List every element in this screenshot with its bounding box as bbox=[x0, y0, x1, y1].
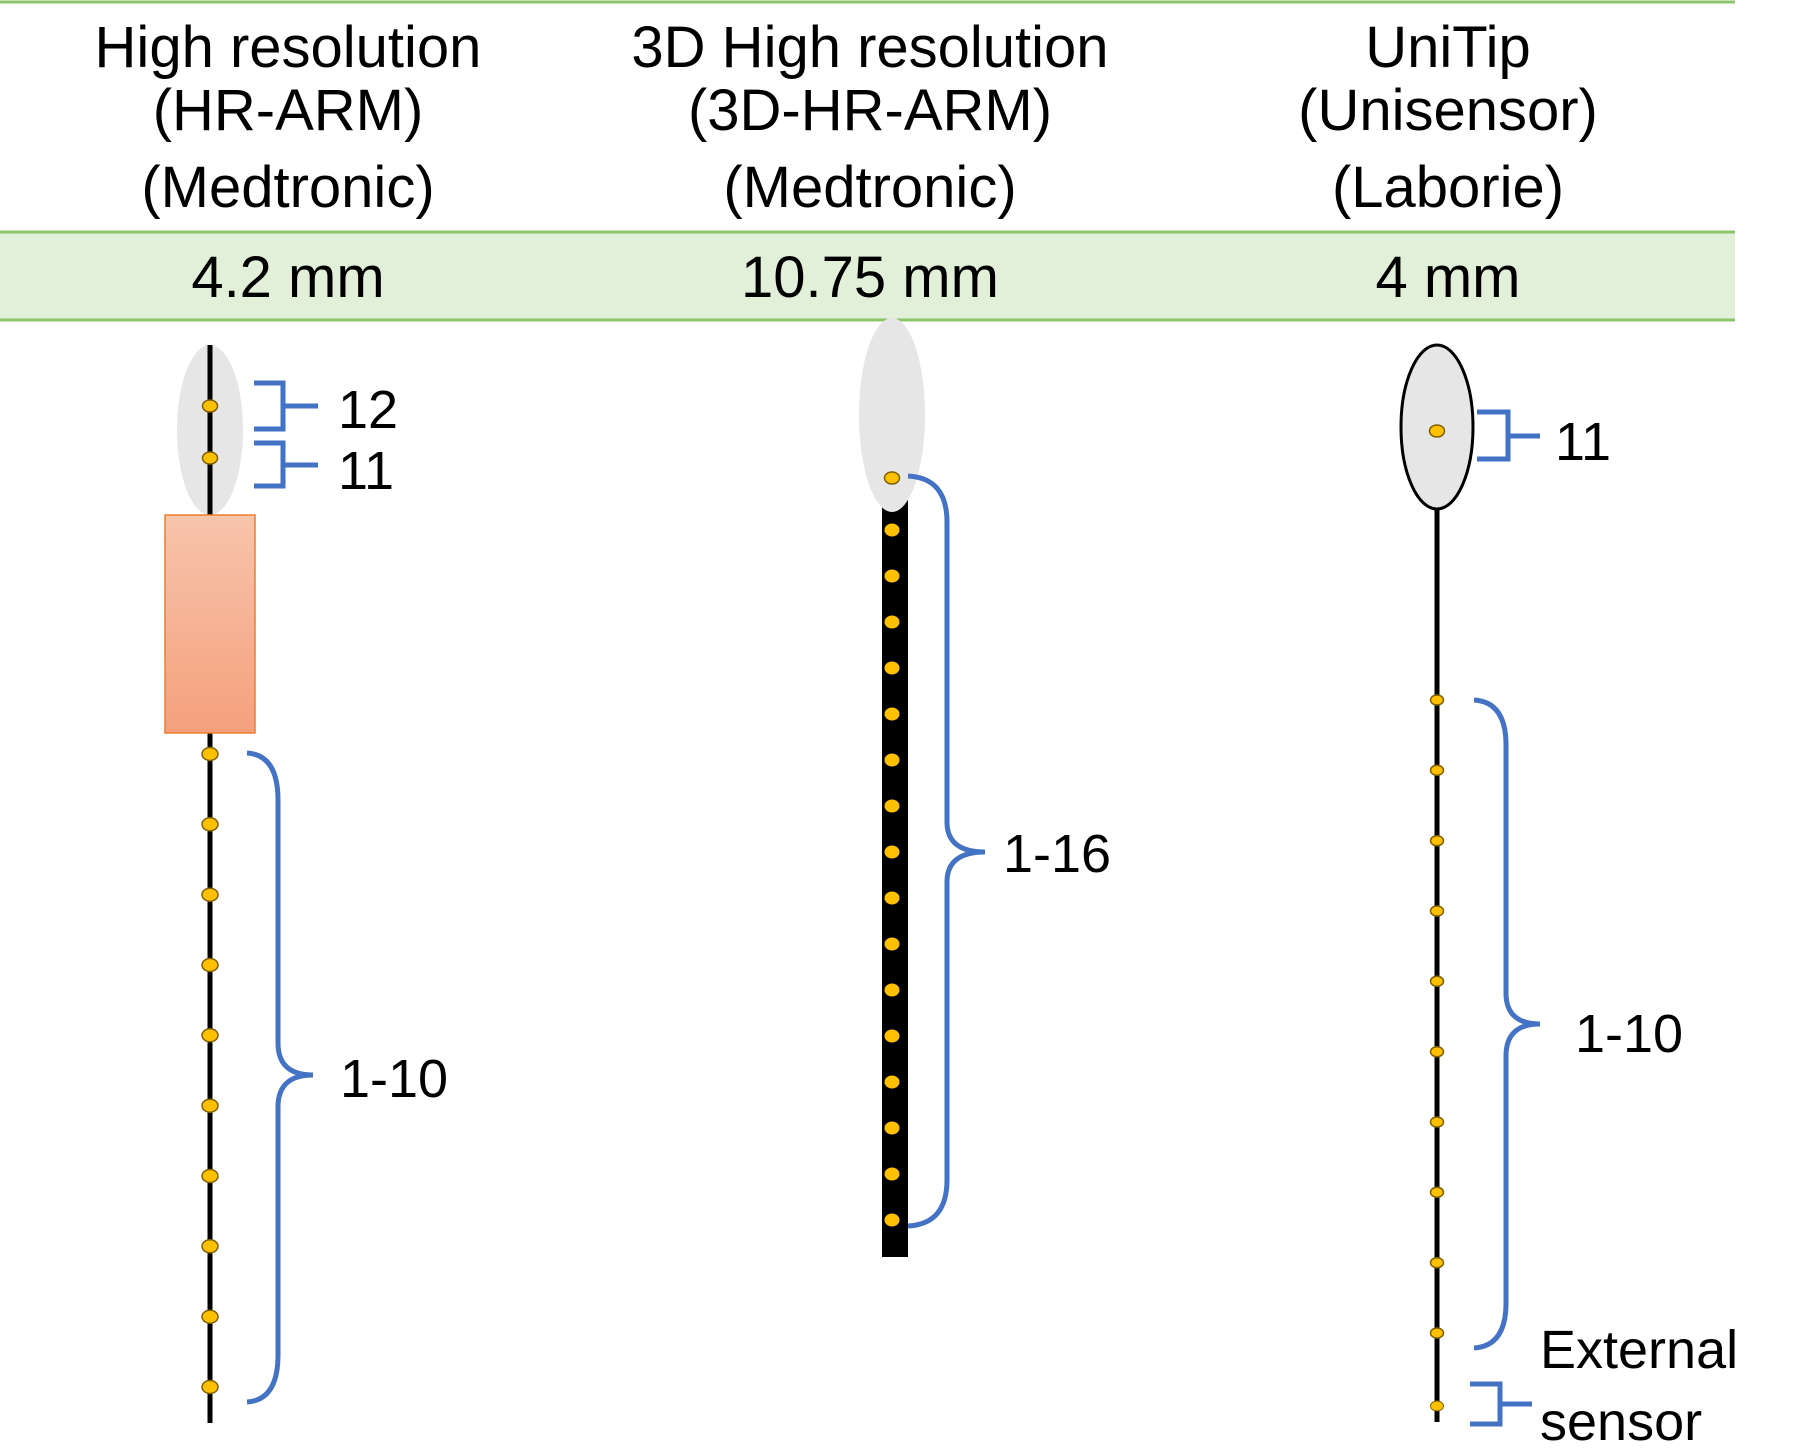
col1-channel-sensor-8 bbox=[201, 1239, 219, 1254]
col1-bracket-11 bbox=[254, 440, 318, 489]
col1-sleeve bbox=[164, 514, 256, 734]
col2-channel-sensor-14 bbox=[884, 1121, 900, 1135]
col3-channel-sensor-8 bbox=[1429, 1186, 1445, 1199]
col1-brace-channels bbox=[246, 750, 314, 1405]
col3-channel-sensor-3 bbox=[1429, 834, 1445, 847]
col3-label-channels: 1-10 bbox=[1575, 1004, 1683, 1064]
col1-channel-sensor-1 bbox=[201, 746, 219, 762]
col2-channel-sensor-5 bbox=[884, 707, 900, 721]
diameter-band bbox=[0, 232, 1735, 320]
col2-channel-sensor-6 bbox=[884, 753, 900, 767]
col2-channel-sensor-9 bbox=[884, 891, 900, 905]
col1-channel-sensor-7 bbox=[201, 1168, 219, 1184]
col2-channel-sensor-4 bbox=[884, 661, 900, 675]
col1-label-channels: 1-10 bbox=[340, 1049, 448, 1109]
col1-diameter: 4.2 mm bbox=[191, 245, 384, 310]
col3-label-11: 11 bbox=[1555, 412, 1611, 472]
col3-catheter: 11 1-10 External sensor bbox=[1399, 343, 1738, 1449]
col3-channel-sensor-7 bbox=[1429, 1116, 1445, 1128]
col2-header-line3: (Medtronic) bbox=[723, 155, 1016, 220]
col2-channel-sensor-11 bbox=[884, 983, 900, 997]
col2-channel-sensor-2 bbox=[884, 569, 900, 583]
col2-brace-channels bbox=[907, 473, 986, 1229]
col3-channel-sensor-9 bbox=[1429, 1256, 1445, 1269]
col3-header-line2: (Unisensor) bbox=[1298, 78, 1598, 143]
col1-header-line3: (Medtronic) bbox=[141, 155, 434, 220]
col1-channel-sensor-4 bbox=[201, 957, 219, 973]
col2-catheter-body bbox=[882, 500, 908, 1257]
col3-label-external-line2: sensor bbox=[1540, 1392, 1702, 1449]
col1-catheter: 12 11 1-10 bbox=[164, 345, 448, 1423]
col1-bracket-12 bbox=[254, 380, 318, 432]
col1-header-line2: (HR-ARM) bbox=[153, 78, 424, 143]
col3-brace-channels bbox=[1473, 697, 1541, 1351]
col3-channel-sensor-1 bbox=[1429, 694, 1445, 706]
col1-sensor-12 bbox=[201, 399, 219, 413]
col2-channel-sensor-13 bbox=[884, 1075, 900, 1089]
col3-channel-sensor-2 bbox=[1429, 764, 1445, 777]
col2-catheter: 1-16 bbox=[859, 318, 1111, 1257]
col3-channel-sensor-6 bbox=[1429, 1045, 1445, 1058]
col3-balloon-sensor bbox=[1428, 424, 1446, 438]
col1-channel-sensors bbox=[201, 746, 219, 1395]
col2-channel-sensors bbox=[884, 523, 900, 1227]
col2-channel-sensor-16 bbox=[884, 1213, 900, 1227]
col3-label-external-line1: External bbox=[1540, 1320, 1738, 1380]
col3-external-sensor bbox=[1430, 1400, 1444, 1412]
col1-channel-sensor-6 bbox=[201, 1098, 219, 1113]
col2-label-channels: 1-16 bbox=[1003, 824, 1111, 884]
col1-channel-sensor-3 bbox=[201, 887, 219, 902]
col3-diameter: 4 mm bbox=[1376, 245, 1521, 310]
col2-channel-sensor-7 bbox=[884, 799, 900, 813]
col3-header-line1: UniTip bbox=[1365, 15, 1530, 80]
col3-bracket-external bbox=[1470, 1381, 1532, 1427]
col3-channel-sensor-5 bbox=[1429, 975, 1445, 988]
col3-channel-sensor-4 bbox=[1429, 905, 1445, 917]
col2-channel-sensor-12 bbox=[884, 1029, 900, 1043]
col1-header-line1: High resolution bbox=[95, 15, 482, 80]
col2-channel-sensor-15 bbox=[884, 1167, 900, 1181]
col2-channel-sensor-10 bbox=[884, 937, 900, 951]
col3-bracket-11 bbox=[1477, 409, 1540, 462]
col2-diameter: 10.75 mm bbox=[741, 245, 999, 310]
col3-channel-sensor-10 bbox=[1429, 1327, 1445, 1339]
col2-balloon bbox=[859, 318, 925, 512]
col1-sensor-11 bbox=[201, 451, 219, 465]
col1-channel-sensor-5 bbox=[201, 1028, 219, 1043]
col1-channel-sensor-9 bbox=[201, 1309, 219, 1324]
col1-label-11: 11 bbox=[338, 441, 394, 501]
col2-balloon-sensor bbox=[883, 471, 901, 485]
col2-channel-sensor-1 bbox=[884, 523, 900, 537]
col2-channel-sensor-8 bbox=[884, 845, 900, 859]
col2-header-line1: 3D High resolution bbox=[631, 15, 1108, 80]
col1-channel-sensor-10 bbox=[201, 1379, 219, 1395]
col3-header-line3: (Laborie) bbox=[1332, 155, 1564, 220]
col2-header-line2: (3D-HR-ARM) bbox=[688, 78, 1052, 143]
col1-label-12: 12 bbox=[338, 380, 398, 440]
col3-channel-sensors bbox=[1429, 694, 1445, 1339]
col2-channel-sensor-3 bbox=[884, 615, 900, 629]
col1-channel-sensor-2 bbox=[201, 817, 219, 832]
